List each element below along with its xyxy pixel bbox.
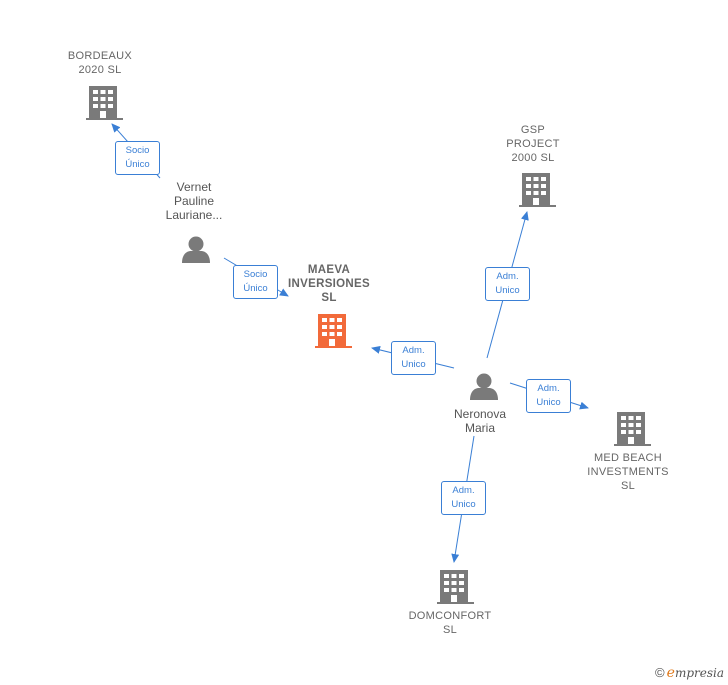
- building-icon: [437, 570, 474, 604]
- building-icon: [315, 314, 352, 348]
- node-med-beach[interactable]: MED BEACH INVESTMENTS SL: [578, 451, 678, 493]
- brand-logo-text: mpresia: [674, 666, 724, 680]
- node-bordeaux[interactable]: BORDEAUX 2020 SL: [50, 49, 150, 77]
- edge-label-socio-unico[interactable]: Socio Único: [233, 265, 278, 299]
- node-label: MED BEACH INVESTMENTS SL: [587, 452, 669, 492]
- building-icon: [614, 412, 651, 446]
- node-maeva-inversiones[interactable]: MAEVA INVERSIONES SL: [274, 263, 384, 305]
- node-vernet-pauline[interactable]: Vernet Pauline Lauriane...: [144, 180, 244, 222]
- node-label: MAEVA INVERSIONES SL: [288, 264, 370, 304]
- brand-footer[interactable]: ©empresia: [655, 665, 724, 681]
- node-gsp-project[interactable]: GSP PROJECT 2000 SL: [483, 123, 583, 165]
- building-icon: [86, 86, 123, 120]
- copyright-symbol: ©: [655, 665, 665, 680]
- edge-label-adm-unico[interactable]: Adm. Unico: [391, 341, 436, 375]
- edge-label-adm-unico[interactable]: Adm. Unico: [526, 379, 571, 413]
- node-label: GSP PROJECT 2000 SL: [506, 124, 560, 164]
- person-icon: [182, 236, 210, 263]
- edge-label-socio-unico[interactable]: Socio Único: [115, 141, 160, 175]
- node-label: Vernet Pauline Lauriane...: [165, 180, 223, 222]
- node-domconfort[interactable]: DOMCONFORT SL: [400, 609, 500, 637]
- node-label: BORDEAUX 2020 SL: [67, 50, 133, 76]
- building-icon: [519, 173, 556, 207]
- edge-label-adm-unico[interactable]: Adm. Unico: [485, 267, 530, 301]
- node-neronova-maria[interactable]: Neronova Maria: [430, 407, 530, 435]
- person-icon: [470, 373, 498, 400]
- brand-logo-letter: e: [666, 665, 675, 681]
- edge-label-adm-unico[interactable]: Adm. Unico: [441, 481, 486, 515]
- node-label: Neronova Maria: [453, 407, 507, 435]
- node-label: DOMCONFORT SL: [408, 610, 492, 636]
